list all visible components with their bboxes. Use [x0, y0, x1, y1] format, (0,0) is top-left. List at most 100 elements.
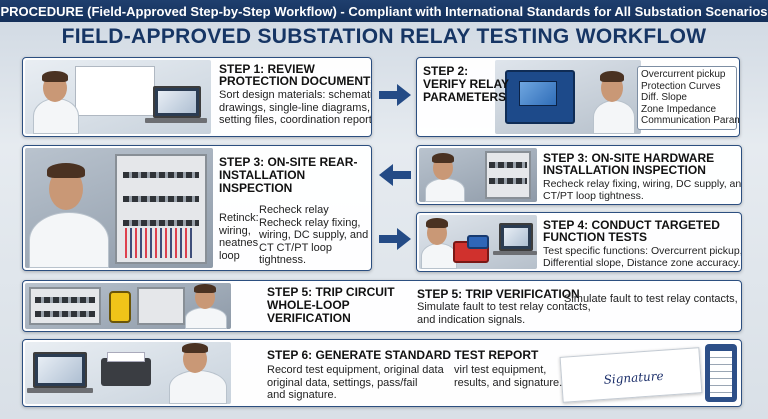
- step-5-title-line: WHOLE-LOOP: [267, 298, 350, 312]
- step-5-title-mid: STEP 5: TRIP VERIFICATION: [417, 287, 580, 301]
- terminal-row: [489, 162, 527, 168]
- step-6-title: STEP 6: GENERATE STANDARD TEST REPORT: [267, 348, 539, 362]
- cable-bundle: [125, 228, 195, 258]
- blue-test-module: [467, 235, 489, 249]
- step-3-hardware-title-line: INSTALLATION INSPECTION: [543, 163, 706, 177]
- schematic-drawing: [75, 66, 155, 116]
- step-4-photo: [419, 215, 537, 269]
- step-1-text: Sort design materials: schematic drawing…: [219, 89, 372, 127]
- step-1-title: STEP 1: REVIEW PROTECTION DOCUMENTS: [219, 62, 372, 88]
- step-1-text-line: setting files, coordination reports.: [219, 114, 372, 126]
- engineer-figure: [185, 307, 227, 329]
- step-3-hardware-text-line: Recheck relay fixing, wiring, DC supply,…: [543, 178, 742, 190]
- step-3-rear-text-line: wiring,: [219, 224, 251, 237]
- laptop-base: [145, 118, 207, 123]
- laptop-screen: [499, 223, 533, 251]
- terminal-row: [35, 297, 95, 303]
- step-3-hardware-text: Recheck relay fixing, wiring, DC supply,…: [543, 178, 742, 202]
- engineer-figure: [421, 243, 457, 269]
- step-2-title: STEP 2: VERIFY RELAY PARAMETERS: [423, 65, 509, 104]
- step-4-text-line: Differential slope, Distance zone accura…: [543, 257, 741, 269]
- step-3-rear-photo: [25, 148, 213, 268]
- step-3-rear-text-line: Recheck relay: [259, 204, 329, 216]
- engineer-hair: [47, 163, 85, 178]
- clipboard-icon: [705, 344, 737, 402]
- step-3-hardware-card: STEP 3: ON-SITE HARDWARE INSTALLATION IN…: [416, 145, 742, 205]
- terminal-row: [123, 220, 199, 226]
- multimeter: [109, 291, 131, 323]
- laptop-base: [493, 251, 537, 255]
- step-6-text-line: and signature.: [267, 389, 337, 401]
- engineer-figure: [169, 370, 227, 404]
- breaker-panel: [29, 287, 101, 325]
- laptop-screen: [33, 352, 87, 388]
- signed-report: Signature: [559, 347, 703, 403]
- step-5-text-right: Simulate fault to test relay contacts,: [564, 293, 738, 306]
- step-6-text-line: original data, settings, pass/fail: [267, 376, 418, 389]
- step-3-rear-text-line: Recheck relay fixing,: [259, 216, 361, 229]
- step-2-title-line: PARAMETERS: [423, 90, 507, 104]
- step-3-hardware-title: STEP 3: ON-SITE HARDWARE INSTALLATION IN…: [543, 152, 714, 176]
- step-1-card: STEP 1: REVIEW PROTECTION DOCUMENTS Sort…: [22, 57, 372, 137]
- step-2-title-line: STEP 2:: [423, 64, 469, 78]
- step-6-text-line: virl test equipment,: [454, 364, 547, 376]
- terminal-row: [35, 311, 95, 317]
- step-5-text-mid: Simulate fault to test relay contacts, a…: [417, 301, 591, 326]
- step-6-text-line: results, and signature.: [454, 376, 563, 389]
- step-3-hardware-text-line: CT/PT loop tightness.: [543, 190, 644, 202]
- arrow-right-icon: [379, 84, 411, 106]
- engineer-hair: [432, 153, 454, 163]
- step-2-title-line: VERIFY RELAY: [423, 77, 510, 91]
- parameter-item: Diff. Slope: [641, 92, 687, 103]
- parameter-item: Protection Curves: [641, 80, 721, 92]
- engineer-hair: [600, 71, 624, 82]
- parameter-item: Communication Params.: [641, 115, 740, 126]
- step-1-title-line: STEP 1: REVIEW: [219, 62, 315, 76]
- step-5-title-line: VERIFICATION: [267, 311, 351, 325]
- engineer-hair: [194, 284, 216, 293]
- engineer-figure: [425, 178, 465, 202]
- step-3-rear-title-line: INSTALLATION: [219, 168, 306, 182]
- relay-device: [505, 70, 575, 124]
- engineer-hair: [426, 218, 448, 228]
- step-6-text-left: Record test equipment, original data ori…: [267, 364, 444, 402]
- step-3-rear-title-line: STEP 3: ON-SITE REAR-: [219, 155, 358, 169]
- terminal-row: [123, 172, 199, 178]
- engineer-figure: [593, 100, 635, 134]
- signature-icon: Signature: [603, 368, 664, 387]
- step-2-photo: [495, 60, 641, 134]
- step-3-hardware-title-line: STEP 3: ON-SITE HARDWARE: [543, 151, 715, 165]
- arrow-right-icon: [379, 228, 411, 250]
- step-4-text-line: Test specific functions: Overcurrent pic…: [543, 245, 742, 257]
- step-1-photo: [25, 60, 211, 134]
- step-2-parameter-list: Overcurrent pickup Protection Curves Dif…: [637, 66, 740, 130]
- step-5-text-line: Simulate fault to test relay contacts,: [417, 301, 591, 313]
- step-6-text-line: Record test equipment, original data: [267, 364, 444, 376]
- step-6-card: STEP 6: GENERATE STANDARD TEST REPORT Re…: [22, 339, 742, 407]
- step-5-text-line: and indication signals.: [417, 313, 526, 326]
- step-4-title-line: STEP 4: CONDUCT TARGETED: [543, 218, 720, 232]
- step-1-title-line: PROTECTION DOCUMENTS: [219, 74, 372, 88]
- step-3-hardware-photo: [419, 148, 537, 202]
- step-5-title-line: STEP 5: TRIP CIRCUIT: [267, 285, 395, 299]
- step-4-text: Test specific functions: Overcurrent pic…: [543, 245, 742, 269]
- step-5-title-left: STEP 5: TRIP CIRCUIT WHOLE-LOOP VERIFICA…: [267, 286, 395, 325]
- step-1-text-line: drawings, single-line diagrams,: [219, 101, 371, 114]
- step-2-card: STEP 2: VERIFY RELAY PARAMETERS Overcurr…: [416, 57, 740, 137]
- step-3-rear-title-line: INSPECTION: [219, 181, 293, 195]
- step-3-rear-text-left: Retinck: wiring, neatnes loop: [219, 212, 259, 262]
- engineer-figure: [33, 98, 79, 134]
- relay-cabinet: [485, 151, 531, 199]
- parameter-item: Overcurrent pickup: [641, 69, 726, 80]
- printed-report: [107, 352, 145, 362]
- laptop-base: [27, 388, 93, 393]
- step-3-rear-title: STEP 3: ON-SITE REAR- INSTALLATION INSPE…: [219, 156, 357, 195]
- step-3-rear-text-line: CT CT/PT loop: [259, 241, 332, 254]
- laptop-screen: [153, 86, 201, 118]
- step-6-text-right: virl test equipment, results, and signat…: [454, 364, 562, 389]
- step-3-rear-card: STEP 3: ON-SITE REAR- INSTALLATION INSPE…: [22, 145, 372, 271]
- step-3-rear-text-line: loop: [219, 249, 240, 262]
- printer: [101, 358, 151, 386]
- step-3-rear-text-right: Recheck relay Recheck relay fixing, wiri…: [259, 204, 368, 267]
- top-banner: PROCEDURE (Field-Approved Step-by-Step W…: [0, 0, 768, 22]
